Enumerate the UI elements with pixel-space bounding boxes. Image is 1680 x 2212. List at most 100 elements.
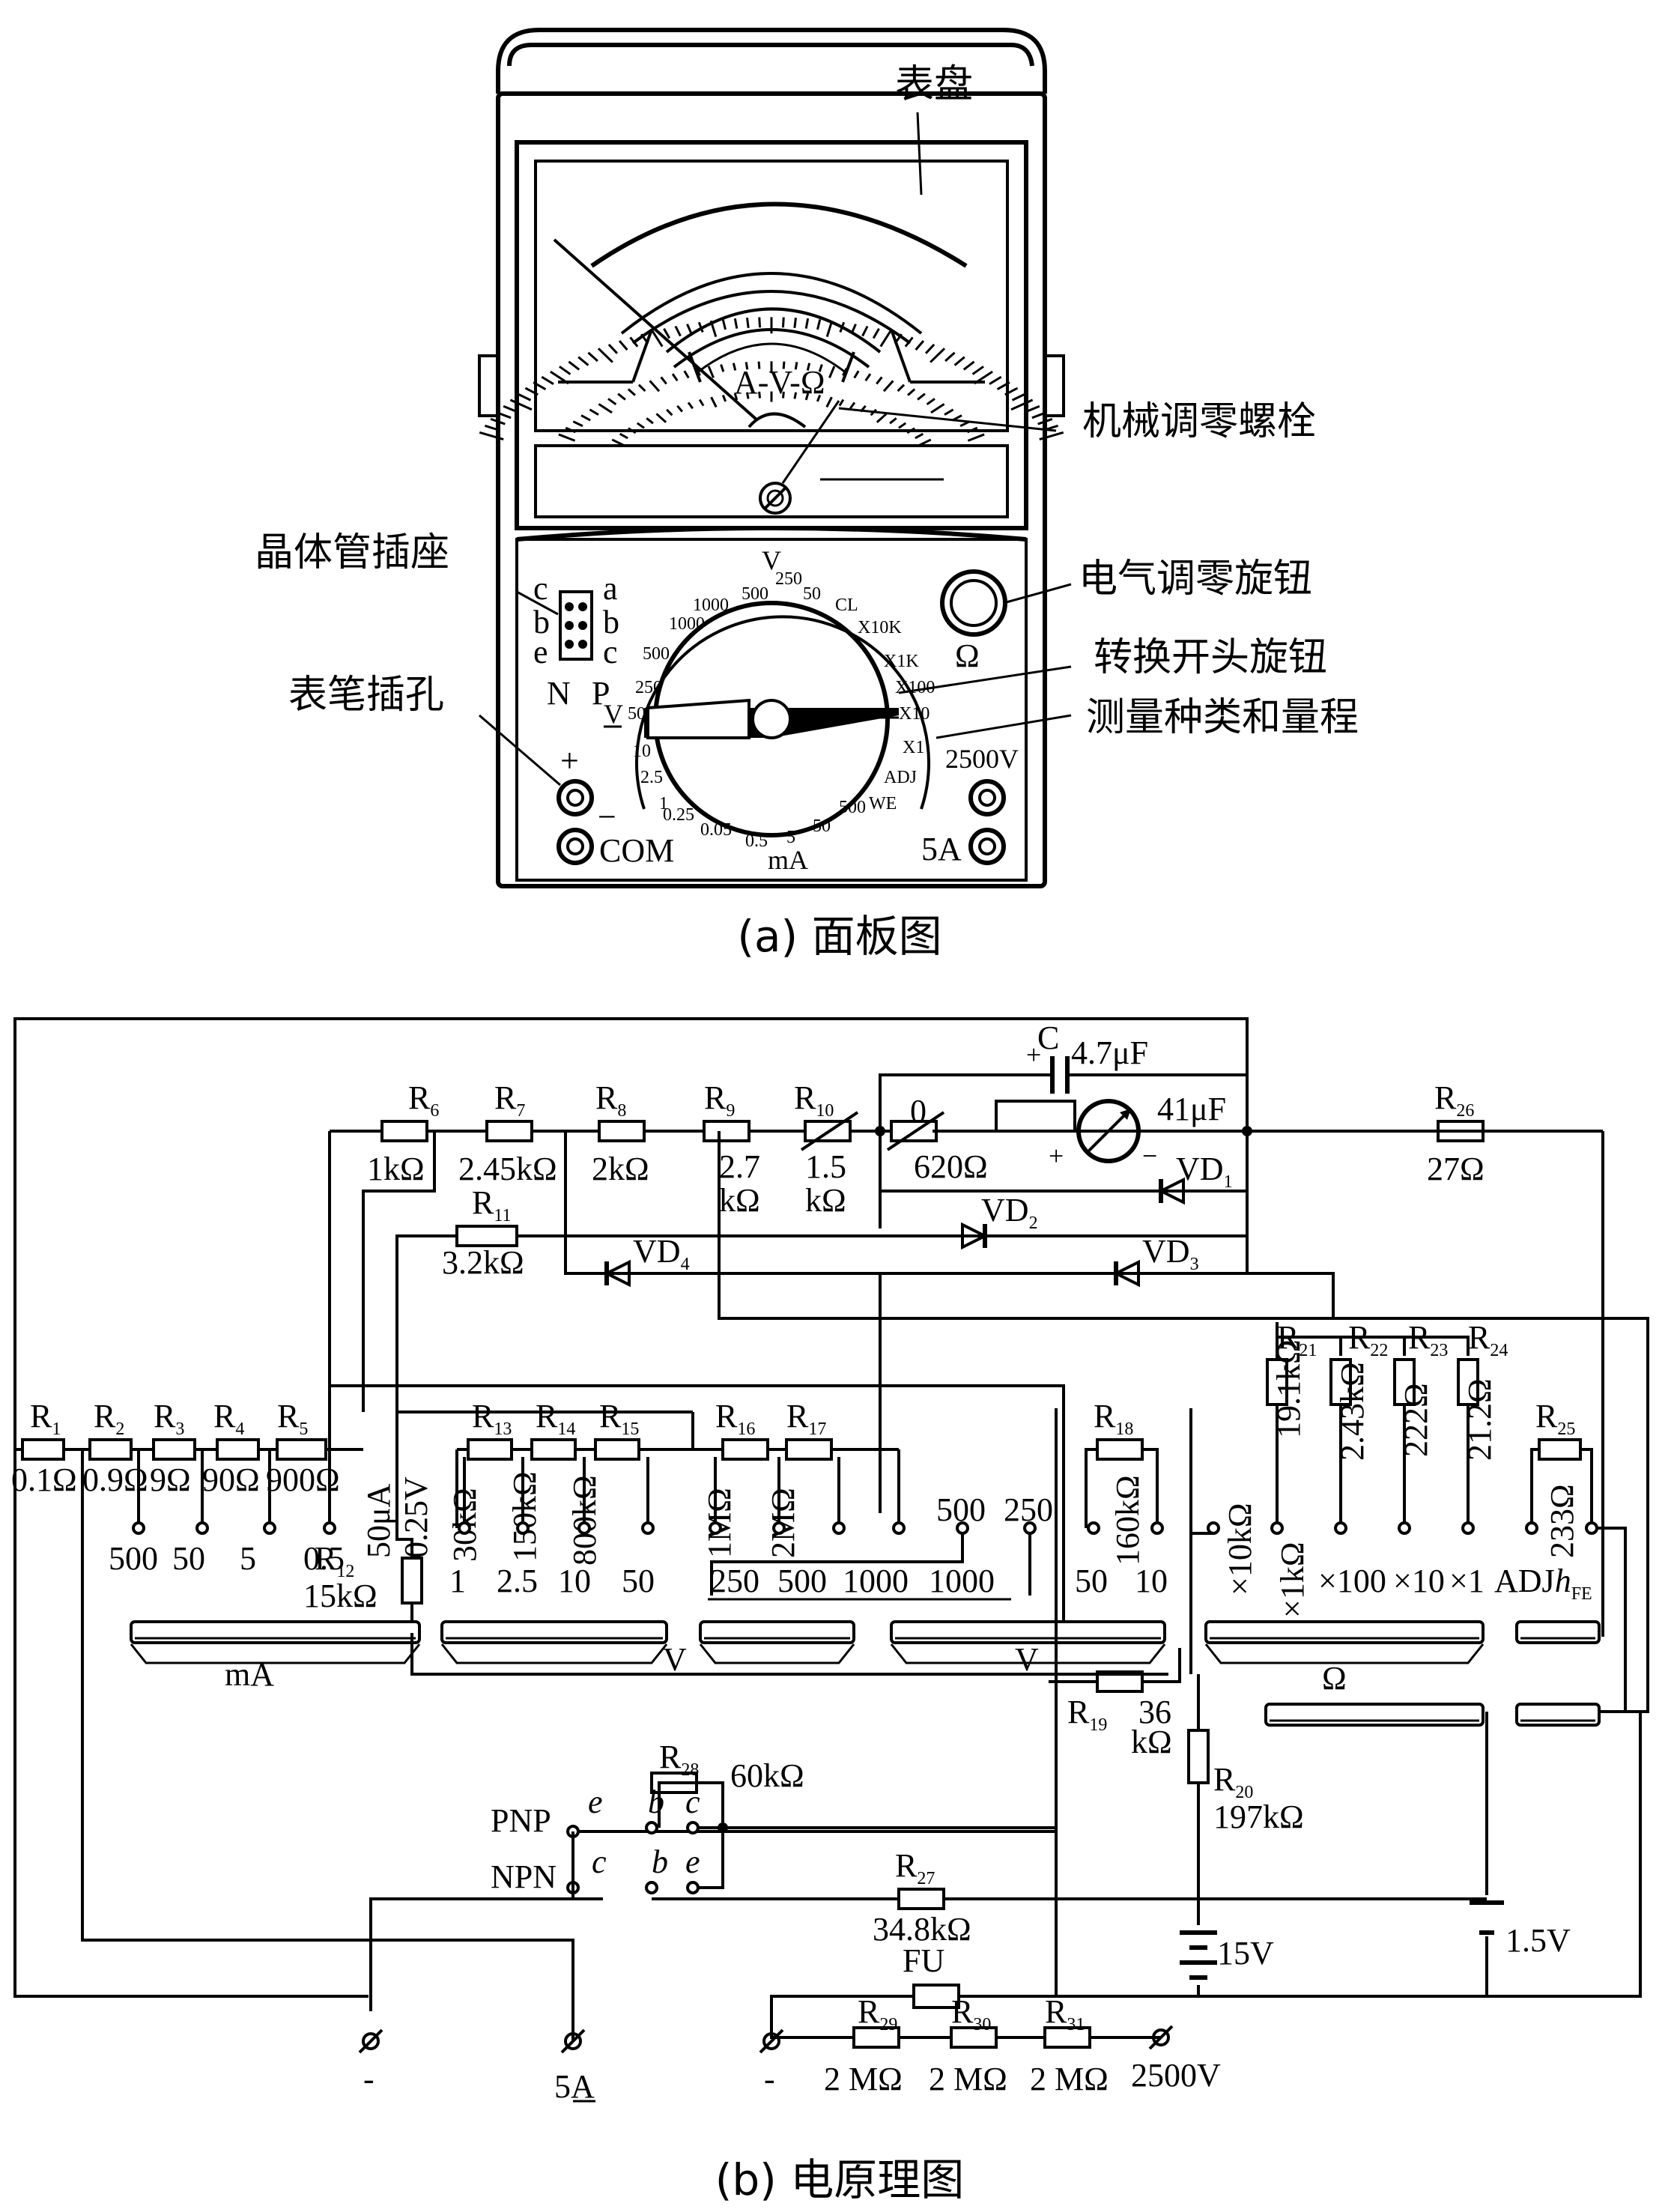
tick-label: 1	[659, 794, 668, 813]
switch-contact	[1207, 1521, 1220, 1535]
dial-tick	[915, 339, 925, 351]
switch-contact	[132, 1521, 145, 1535]
label-r3: R3	[154, 1398, 184, 1439]
dial-tick	[894, 333, 903, 345]
zero-screw-icon[interactable]	[759, 482, 792, 515]
dial-tick	[897, 384, 906, 393]
dial-tick	[1025, 404, 1040, 413]
resistor-r9	[703, 1120, 750, 1142]
dial-tick	[559, 366, 571, 375]
caption-a: (a) 面板图	[737, 911, 941, 962]
range-switch[interactable]	[635, 601, 930, 837]
npn-label: NPN	[491, 1858, 557, 1895]
bar-vdc-high	[699, 1620, 855, 1644]
resistor-r25	[1538, 1438, 1582, 1461]
jack-2500v-label: 2500V	[945, 744, 1019, 774]
dial-tick	[674, 325, 682, 337]
label-r30: R30	[951, 1993, 991, 2034]
dial-tick	[971, 366, 984, 375]
label-r7: R7	[494, 1079, 525, 1121]
dial-tick	[974, 370, 993, 385]
label-measure-kind: 测量种类和量程	[1086, 695, 1359, 740]
tick-label: 1000	[693, 596, 729, 615]
dial-tick	[989, 375, 1002, 385]
value-r11: 3.2kΩ	[442, 1244, 524, 1281]
resistor-r6	[380, 1120, 428, 1142]
label-r28: R28	[659, 1739, 699, 1780]
bar-label-ohm: Ω	[1322, 1660, 1347, 1697]
dial-tick	[758, 391, 762, 399]
dial-tick	[676, 404, 684, 413]
label-vd1: VD1	[1176, 1151, 1233, 1192]
dial-tick	[1039, 431, 1064, 440]
dial-tick	[720, 364, 725, 372]
pot-zero-label: 0	[910, 1093, 927, 1130]
value-r8: 2kΩ	[592, 1151, 649, 1187]
ohm-adjust-knob[interactable]	[940, 569, 1007, 637]
ma-tap-label: 50	[172, 1540, 205, 1577]
wire	[1142, 1648, 1181, 1683]
value-r28: 60kΩ	[730, 1757, 804, 1794]
dial-tick	[818, 364, 823, 372]
dial-tick	[565, 426, 576, 434]
socket-pin-a-right: a	[603, 570, 618, 607]
dial-tick	[577, 356, 589, 366]
ohm-tap: ×1	[1449, 1563, 1485, 1599]
dial-tick	[698, 399, 705, 407]
jack-com[interactable]	[557, 828, 594, 865]
dial-tick	[1037, 417, 1053, 425]
dial-tick	[816, 319, 822, 330]
label-r26: R26	[1434, 1079, 1474, 1121]
battery-15v: 15V	[1180, 1930, 1274, 1980]
dial-tick	[904, 336, 914, 348]
jack-5a[interactable]	[968, 828, 1006, 865]
wire	[1189, 1532, 1213, 1625]
label-r17: R17	[786, 1398, 826, 1439]
value-r12: 15kΩ	[303, 1578, 377, 1614]
vdc-tap-label: 50	[622, 1563, 655, 1599]
transistor-socket[interactable]: c b e a b c N P	[533, 570, 619, 712]
tick-label: 1000	[669, 614, 705, 634]
dial-tick	[660, 376, 667, 385]
cap-name: C	[1037, 1019, 1059, 1056]
dial-tick	[996, 381, 1010, 390]
dial-tick	[490, 417, 506, 425]
ma-tap-label: 5	[240, 1540, 256, 1577]
dial-tick	[816, 394, 822, 402]
dial-tick	[496, 411, 512, 419]
dial-tick	[587, 351, 598, 363]
resistor-r4	[216, 1438, 260, 1461]
dial-tick	[853, 370, 860, 379]
value-r27: 34.8kΩ	[873, 1911, 971, 1948]
pin-e2: e	[685, 1843, 700, 1880]
label-elec-zero: 电气调零旋钮	[1079, 557, 1312, 602]
bar-bracket	[1204, 1643, 1485, 1664]
vdc-tap-label: 2.5	[497, 1563, 538, 1599]
dial-tick	[558, 433, 576, 442]
top-v-label: V	[762, 545, 781, 575]
value-r5: 900Ω	[266, 1461, 340, 1498]
value-r7: 2.45kΩ	[458, 1151, 557, 1187]
transistor-switch: PNP NPN e c b c b e	[491, 1781, 1056, 1899]
vac-bottom: 1000	[929, 1563, 995, 1599]
dial-tick	[793, 317, 797, 328]
jack-minus-icon	[358, 2028, 383, 2054]
switch-contact	[832, 1521, 846, 1535]
jack-minus2-icon	[759, 2028, 784, 2054]
pin-e1: e	[588, 1784, 603, 1820]
meter-value: 41μF	[1157, 1091, 1226, 1127]
label-r2: R2	[94, 1398, 124, 1439]
jack-2500v[interactable]	[968, 779, 1006, 816]
jack-minus-text: -	[363, 2061, 374, 2097]
dial-tick	[746, 317, 750, 328]
dial-tick	[589, 408, 599, 416]
dial-tick	[629, 336, 639, 348]
dial-tick	[503, 404, 518, 413]
dial-tick	[839, 321, 846, 333]
value-r30: 2 MΩ	[929, 2061, 1007, 2097]
dial-tick	[732, 363, 737, 371]
switch-contact	[892, 1521, 906, 1535]
jack-plus[interactable]	[557, 779, 594, 816]
tick-label: 500	[643, 644, 670, 664]
